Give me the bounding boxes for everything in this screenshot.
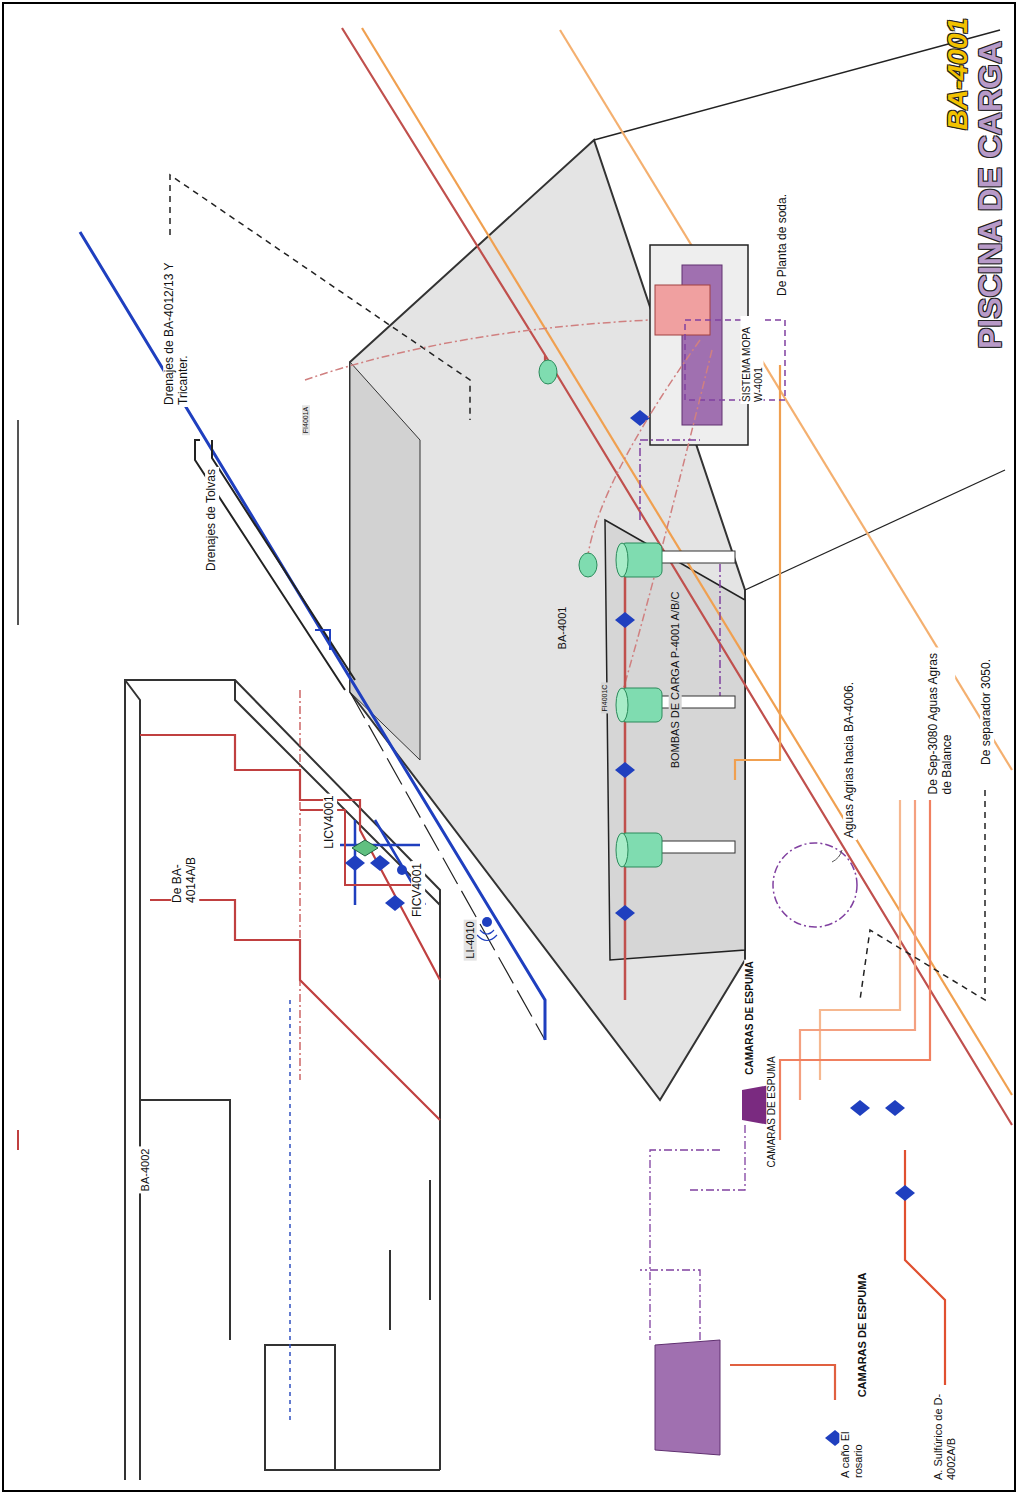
instrument-dot <box>482 917 492 927</box>
instrument-dot <box>397 865 407 875</box>
skid-plate <box>650 245 748 445</box>
drain-line <box>860 790 985 1000</box>
level-wave <box>477 930 497 941</box>
line-label: Aguas Agrias hacia BA-4006. <box>843 680 857 840</box>
pipe <box>140 735 440 1120</box>
equipment-label: BA-4001 <box>556 605 569 652</box>
equipment-label: BOMBAS DE CARGA P-4001 A/B/C <box>669 590 682 771</box>
line-label: Drenajes de Tolvas <box>205 467 219 573</box>
signal-line <box>305 320 712 700</box>
instrument-tag: LI-4010 <box>464 919 477 960</box>
instrument-tag: LICV4001 <box>323 793 337 850</box>
equipment-label: SISTEMA MOPA W-4001 <box>741 316 764 404</box>
pool-edge <box>594 30 1000 140</box>
tank-structure <box>125 680 440 1480</box>
equipment-label: CAMARAS DE ESPUMA <box>856 1271 869 1400</box>
pipe <box>300 810 420 885</box>
instrument-tag: FI4001C <box>601 683 609 714</box>
leader-line <box>832 850 842 862</box>
page-title: PISCINA DE CARGA <box>972 39 1009 351</box>
pool-edge <box>745 470 1005 590</box>
line-label: A. Sulfúrico de D-4002A/B <box>932 1388 957 1482</box>
tag-title: BA-4001 <box>942 16 974 132</box>
pool-edge <box>350 692 545 1040</box>
pump-symbol <box>616 543 735 867</box>
instrument-tag: FICV4001 <box>411 861 425 919</box>
edge-mark <box>17 420 19 625</box>
pool-deck <box>350 140 745 1100</box>
line-label: De Sep-3080 Aguas Agras de Balance <box>927 648 955 797</box>
equipment-label: CAMARAS DE ESPUMA <box>744 959 756 1076</box>
edge-mark <box>17 1130 19 1150</box>
dashed-frame <box>685 320 785 400</box>
equipment-label: CAMARAS DE ESPUMA <box>766 1054 778 1169</box>
float-switch <box>539 360 557 384</box>
foam-chamber <box>655 1340 720 1455</box>
drain-line <box>195 440 355 690</box>
valve-symbol <box>630 410 915 1446</box>
hidden-pipe <box>299 690 300 1080</box>
pool-wall <box>350 362 420 760</box>
pipe-bundle <box>342 28 1012 1400</box>
drain-line <box>170 175 470 420</box>
line-label: Drenajes de BA-4012/13 Y Tricanter. <box>163 253 191 407</box>
equipment-label: BA-4002 <box>139 1147 152 1194</box>
page-frame <box>3 3 1015 1491</box>
instrument-tag: FI4001A <box>302 405 310 435</box>
signal-line <box>640 1125 745 1340</box>
line-label: A caño El rosario <box>839 1414 864 1480</box>
valve-symbol <box>345 612 635 921</box>
line-label: De BA-4014A/B <box>171 819 199 905</box>
line-label: De separador 3050. <box>980 657 994 767</box>
pipe <box>315 630 330 650</box>
hidden-pipe <box>289 1000 291 1420</box>
pipe <box>80 232 545 1040</box>
mopa-unit <box>655 285 710 335</box>
line-label: De Planta de soda. <box>776 192 790 298</box>
control-valve <box>352 840 378 856</box>
float-switch <box>579 553 597 577</box>
callout-circle <box>773 843 857 927</box>
